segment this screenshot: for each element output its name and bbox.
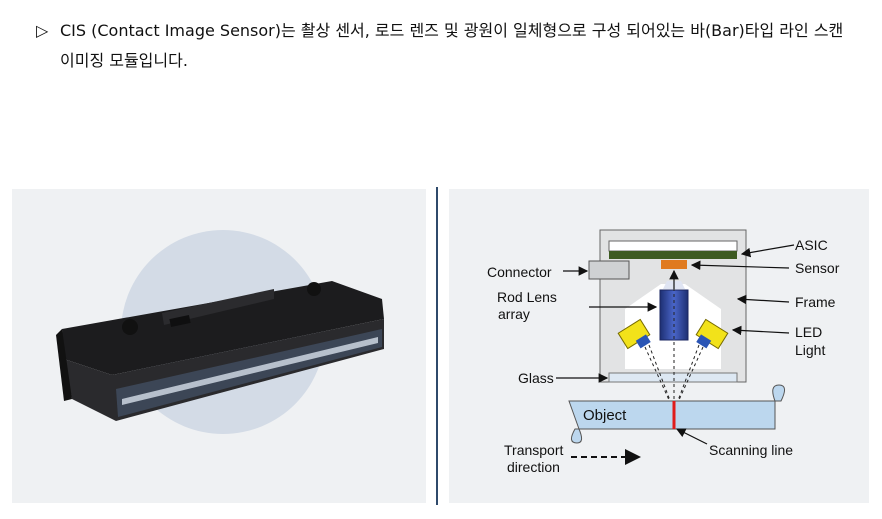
scanning-line-leader (675, 428, 708, 445)
mount-knob-right (307, 282, 321, 296)
label-asic: ASIC (795, 237, 828, 253)
label-sensor: Sensor (795, 260, 840, 276)
light-paths (644, 275, 704, 412)
label-glass: Glass (518, 370, 554, 386)
led-right (695, 318, 729, 350)
module-top-face (62, 281, 384, 375)
label-object: Object (583, 407, 627, 424)
intro-text: CIS (Contact Image Sensor)는 촬상 센서, 로드 렌즈… (60, 21, 844, 70)
cis-structure-svg: ASIC Sensor Frame LED Light Connector Ro… (487, 229, 840, 475)
label-rod-lens: Rod Lens (497, 289, 557, 305)
label-frame: Frame (795, 294, 836, 310)
connector-block (588, 260, 630, 280)
cis-structure-diagram: ASIC Sensor Frame LED Light Connector Ro… (449, 189, 869, 503)
cis-module-photo (56, 230, 384, 434)
label-scanning-line: Scanning line (709, 442, 793, 458)
asic-leader (740, 244, 795, 258)
label-light: Light (795, 342, 825, 358)
module-glass-window (122, 337, 378, 405)
glass-plate (608, 372, 738, 383)
scanned-object (568, 384, 785, 444)
led-left (617, 318, 651, 350)
module-top-bar (162, 289, 274, 325)
label-direction: direction (507, 459, 560, 475)
sensor-leader (690, 260, 790, 271)
module-end-bracket (56, 329, 72, 401)
product-photo-panel (12, 189, 426, 503)
bullet-triangle-icon: ▷ (36, 21, 49, 40)
frame-leader (736, 294, 790, 305)
sensor-chip (661, 260, 687, 269)
led-leader (731, 325, 790, 336)
label-connector: Connector (487, 264, 552, 280)
label-transport: Transport (504, 442, 564, 458)
module-connector-port (169, 315, 191, 327)
label-led: LED (795, 324, 822, 340)
mount-knob-left (122, 319, 138, 335)
label-array: array (498, 306, 530, 322)
panel-divider (436, 187, 438, 505)
asic-circuit-board (609, 251, 737, 259)
asic-top-board (608, 240, 738, 252)
